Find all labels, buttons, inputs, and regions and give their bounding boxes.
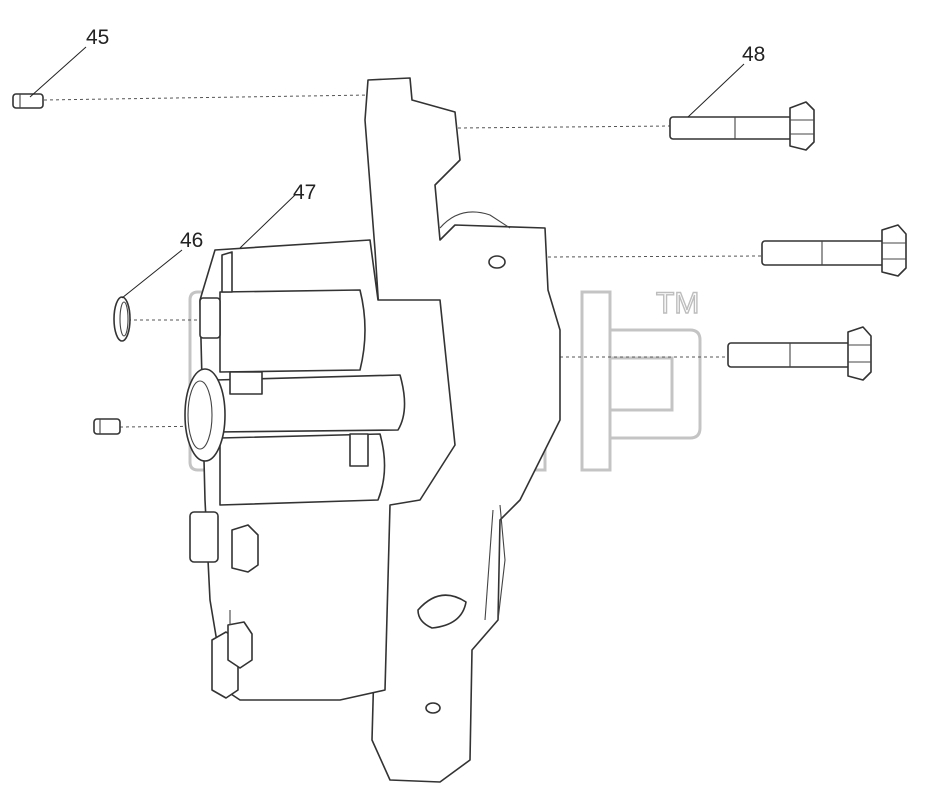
pump-housing-47 [184,77,561,783]
o-ring-46 [113,296,131,342]
dowel-pin-45 [12,93,44,109]
bolt-48-middle [761,224,907,277]
callout-48: 48 [742,43,765,66]
trademark-label: TM [656,287,699,320]
bolt-48-top [669,101,815,151]
bolt-48-lower [727,326,872,381]
dowel-pin-lower [93,418,121,435]
callout-46: 46 [180,229,203,252]
callout-45: 45 [86,26,109,49]
callout-leaders [29,46,745,299]
callout-labels: 45 46 47 48 [86,26,765,252]
callout-47: 47 [293,181,316,204]
